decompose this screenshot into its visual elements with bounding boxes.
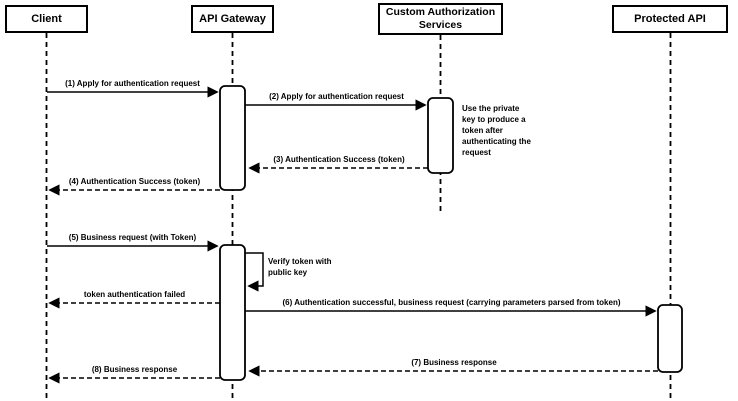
message-3-label: (3) Authentication Success (token)	[273, 155, 405, 164]
actor-custom-authorization-services: Custom Authorization Services	[378, 3, 503, 35]
activation-api-gateway-1	[219, 85, 246, 191]
activation-api-gateway-2	[219, 244, 246, 381]
message-1-label: (1) Apply for authentication request	[65, 79, 200, 88]
note-private-key: Use the private key to produce a token a…	[462, 104, 531, 157]
activation-custom-authorization	[427, 97, 454, 174]
note-verify-token: Verify token with public key	[268, 257, 332, 277]
self-message-verify-token-arrow	[245, 252, 264, 292]
message-5-label: (5) Business request (with Token)	[68, 233, 197, 242]
actor-protected-api: Protected API	[612, 5, 728, 33]
message-4-label: (4) Authentication Success (token)	[68, 177, 201, 186]
message-2-label: (2) Apply for authentication request	[269, 92, 404, 101]
message-8-label: (8) Business response	[91, 365, 178, 374]
actor-client: Client	[5, 5, 88, 33]
activation-protected-api	[657, 304, 683, 373]
message-6-label: (6) Authentication successful, business …	[282, 298, 621, 307]
message-7-label: (7) Business response	[411, 358, 497, 367]
actor-api-gateway: API Gateway	[191, 5, 274, 33]
message-token-failed-label: token authentication failed	[83, 290, 186, 299]
